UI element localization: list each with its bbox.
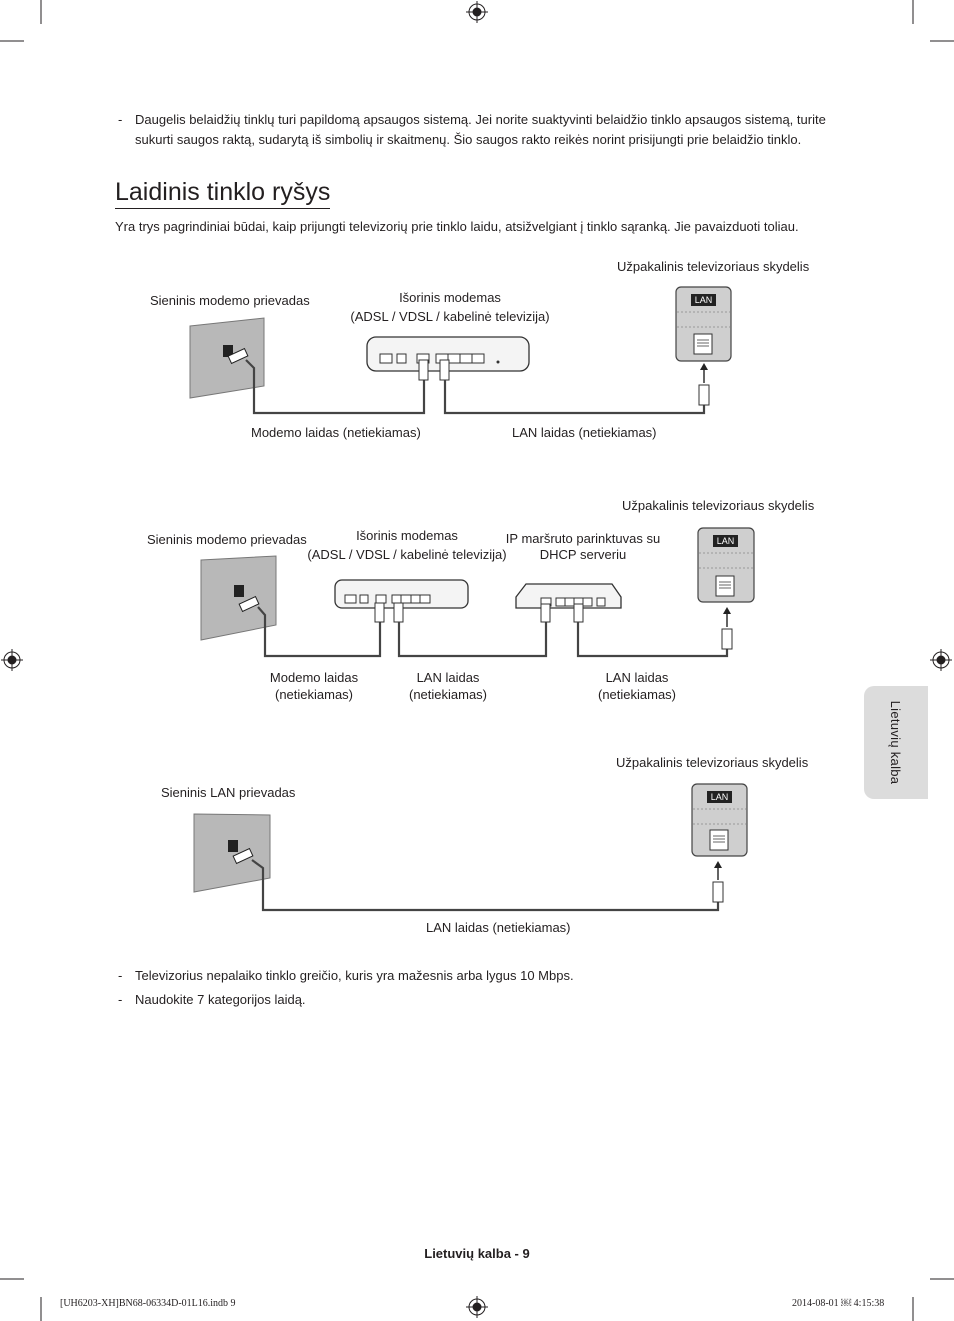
side-tab-label: Lietuvių kalba [888,700,904,785]
imprint-date: 2014-08-01 ￼ 4:15:38 [792,1298,885,1309]
modem-cable-label: Modemo laidas (netiekiamas) [251,425,421,440]
wall-socket-icon [228,840,238,852]
section-title: Laidinis tinklo ryšys [115,176,331,209]
wall-port-plate [189,317,265,399]
wall-socket-icon [223,345,233,357]
tv-lan-port-icon [709,829,729,851]
modem-label-line1: Išorinis modemas [356,528,458,543]
lan-badge: LAN [694,295,713,305]
bullet-marker: - [118,992,123,1007]
tv-rear-panel [697,527,755,603]
tv-panel-label: Užpakalinis televizoriaus skydelis [616,755,809,770]
router-label-line1: IP maršruto parinktuvas su [505,531,661,546]
lan-cable-2-line [576,622,729,658]
lan-cable-1-label-line1: LAN laidas [416,670,480,685]
modem-cable-line [257,606,382,658]
modem-label-line2: (ADSL / VDSL / kabelinė televizija) [350,309,550,324]
lan-badge: LAN [710,792,729,802]
lan-badge: LAN [716,536,735,546]
note-item: Televizorius nepalaiko tinklo greičio, k… [135,968,574,983]
wall-port-label: Sieninis modemo prievadas [150,293,310,308]
bullet-marker: - [118,968,123,983]
modem-cable-label-line2: (netiekiamas) [274,687,354,702]
lan-cable-1-line [397,622,548,658]
wall-port-label: Sieninis modemo prievadas [147,532,307,547]
tv-panel-label: Užpakalinis televizoriaus skydelis [622,498,815,513]
registration-target-right-icon [930,649,952,671]
intro-bullet-text: Daugelis belaidžių tinklų turi papildomą… [135,112,826,147]
tv-panel-label: Užpakalinis televizoriaus skydelis [617,259,810,274]
registration-target-top-icon [466,1,488,23]
lan-cable-2-label-line1: LAN laidas [605,670,669,685]
wall-port-plate [193,813,271,893]
lan-cable-2-label-line2: (netiekiamas) [597,687,677,702]
lan-cable-1-label-line2: (netiekiamas) [408,687,488,702]
lan-cable-line [251,859,720,912]
lan-cable-label: LAN laidas (netiekiamas) [512,425,657,440]
imprint-file: [UH6203-XH]BN68-06334D-01L16.indb 9 [60,1298,236,1309]
bullet-marker: - [118,112,123,127]
wall-socket-icon [234,585,244,597]
lan-cable-line [443,380,706,415]
tv-lan-port-icon [715,575,735,597]
note-item: Naudokite 7 kategorijos laidą. [135,992,306,1007]
modem-label-line2: (ADSL / VDSL / kabelinė televizija) [307,547,507,562]
language-side-tab: Lietuvių kalba [864,686,928,799]
section-intro: Yra trys pagrindiniai būdai, kaip prijun… [115,219,799,234]
lan-cable-label: LAN laidas (netiekiamas) [426,920,571,935]
tv-lan-port-icon [693,333,713,355]
modem-cable-label-line1: Modemo laidas [269,670,359,685]
modem-cable-line [245,359,426,415]
wall-port-plate [200,555,277,641]
wall-port-label: Sieninis LAN prievadas [161,785,296,800]
tv-rear-panel [691,783,748,857]
router-label-line2: DHCP serveriu [539,547,627,562]
registration-target-bottom-icon [466,1296,488,1318]
tv-rear-panel [675,286,732,362]
page-footer: Lietuvių kalba - 9 [424,1246,530,1261]
modem-label-line1: Išorinis modemas [399,290,501,305]
registration-target-left-icon [1,649,23,671]
